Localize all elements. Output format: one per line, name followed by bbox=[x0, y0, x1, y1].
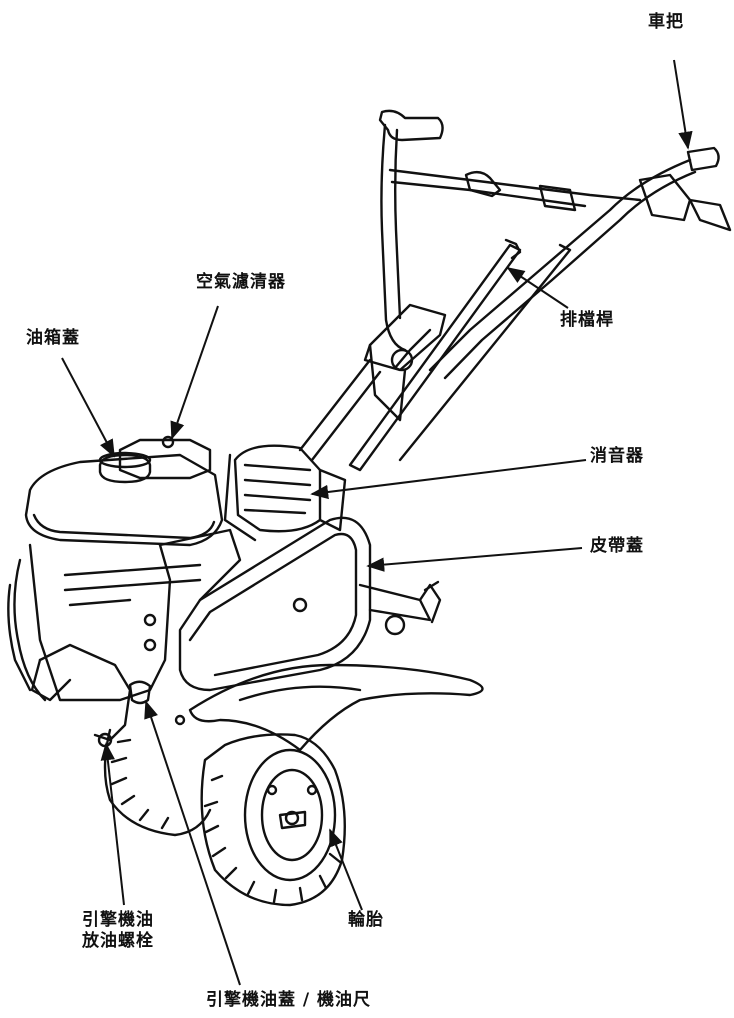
leader-belt-cover bbox=[366, 547, 583, 572]
label-muffler: 消音器 bbox=[590, 446, 644, 466]
label-drain-bolt: 引擎機油 放油螺栓 bbox=[82, 910, 154, 953]
label-oil-filler-dipstick: 引擎機油蓋 / 機油尺 bbox=[206, 990, 372, 1010]
label-fuel-cap: 油箱蓋 bbox=[26, 328, 80, 348]
leader-oil-filler bbox=[144, 700, 241, 986]
label-drain-bolt-line1: 引擎機油 bbox=[82, 910, 154, 930]
label-shift-lever: 排檔桿 bbox=[560, 310, 614, 330]
label-belt-cover: 皮帶蓋 bbox=[590, 536, 644, 556]
belt-cover bbox=[178, 516, 372, 692]
label-air-cleaner: 空氣濾清器 bbox=[196, 272, 286, 292]
leader-shift-lever bbox=[506, 267, 569, 309]
leader-fuel-cap bbox=[61, 357, 115, 458]
label-handlebar: 車把 bbox=[648, 12, 684, 32]
fender bbox=[188, 663, 484, 752]
leader-muffler bbox=[310, 459, 587, 500]
leader-handlebar bbox=[673, 59, 693, 150]
leader-lines bbox=[61, 59, 693, 986]
leader-tire bbox=[329, 828, 363, 911]
label-tire: 輪胎 bbox=[348, 910, 384, 930]
engine-body bbox=[7, 435, 347, 748]
wheels bbox=[103, 728, 346, 907]
leader-drain-bolt bbox=[100, 742, 125, 906]
leader-air-cleaner bbox=[170, 305, 219, 440]
frame-rear bbox=[358, 580, 442, 636]
handlebar bbox=[298, 109, 732, 472]
label-drain-bolt-line2: 放油螺栓 bbox=[82, 931, 154, 952]
